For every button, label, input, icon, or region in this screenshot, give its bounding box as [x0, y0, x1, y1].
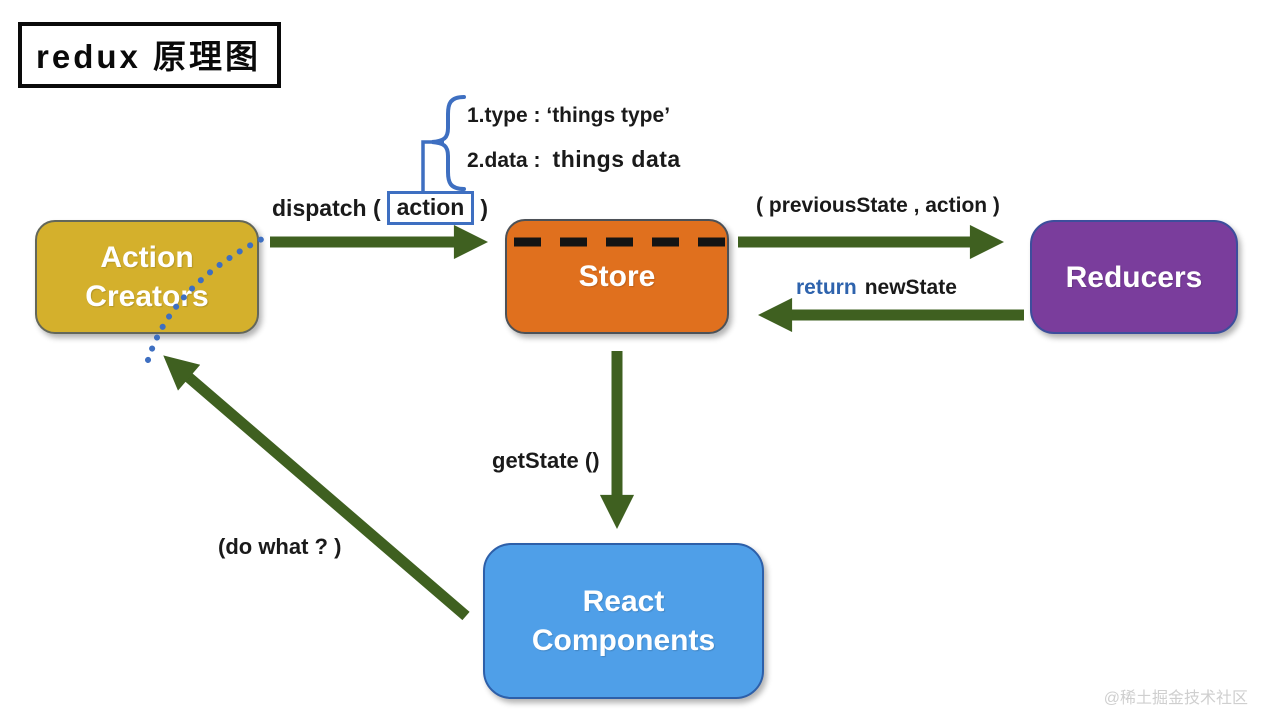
node-reducers: Reducers	[1030, 220, 1238, 334]
return-new-state-label: return newState	[796, 276, 957, 300]
node-store-label: Store	[578, 260, 656, 293]
reducer-args-label: ( previousState , action )	[756, 194, 1000, 217]
node-react-components: React Components	[483, 543, 764, 699]
action-object-data-label: 2.data :	[467, 149, 541, 172]
diagram-title: redux 原理图	[18, 22, 282, 88]
action-object-data-line: 2.data : things data	[467, 146, 681, 173]
arrow-do-what	[163, 355, 470, 621]
node-store: Store	[505, 219, 729, 334]
dispatch-prefix: dispatch (	[272, 194, 381, 221]
dispatch-suffix: )	[480, 194, 489, 221]
node-react-components-label: React Components	[531, 585, 716, 657]
brace-to-action-connector	[421, 140, 444, 193]
do-what-label: (do what ? )	[218, 534, 342, 559]
action-object-brace	[431, 95, 466, 191]
node-action-creators-label: Action Creators	[85, 241, 209, 313]
node-action-creators: Action Creators	[35, 220, 259, 334]
node-reducers-label: Reducers	[1065, 260, 1203, 294]
new-state-text: newState	[864, 276, 957, 299]
watermark: @稀土掘金技术社区	[1103, 690, 1248, 707]
action-object-data-value: things data	[552, 146, 681, 172]
action-object-type-line: 1.type : ‘things type’	[467, 104, 671, 127]
dispatch-label: dispatch ( action )	[272, 191, 488, 225]
get-state-label: getState ()	[492, 448, 600, 473]
return-keyword: return	[796, 276, 857, 299]
action-badge: action	[386, 191, 475, 225]
